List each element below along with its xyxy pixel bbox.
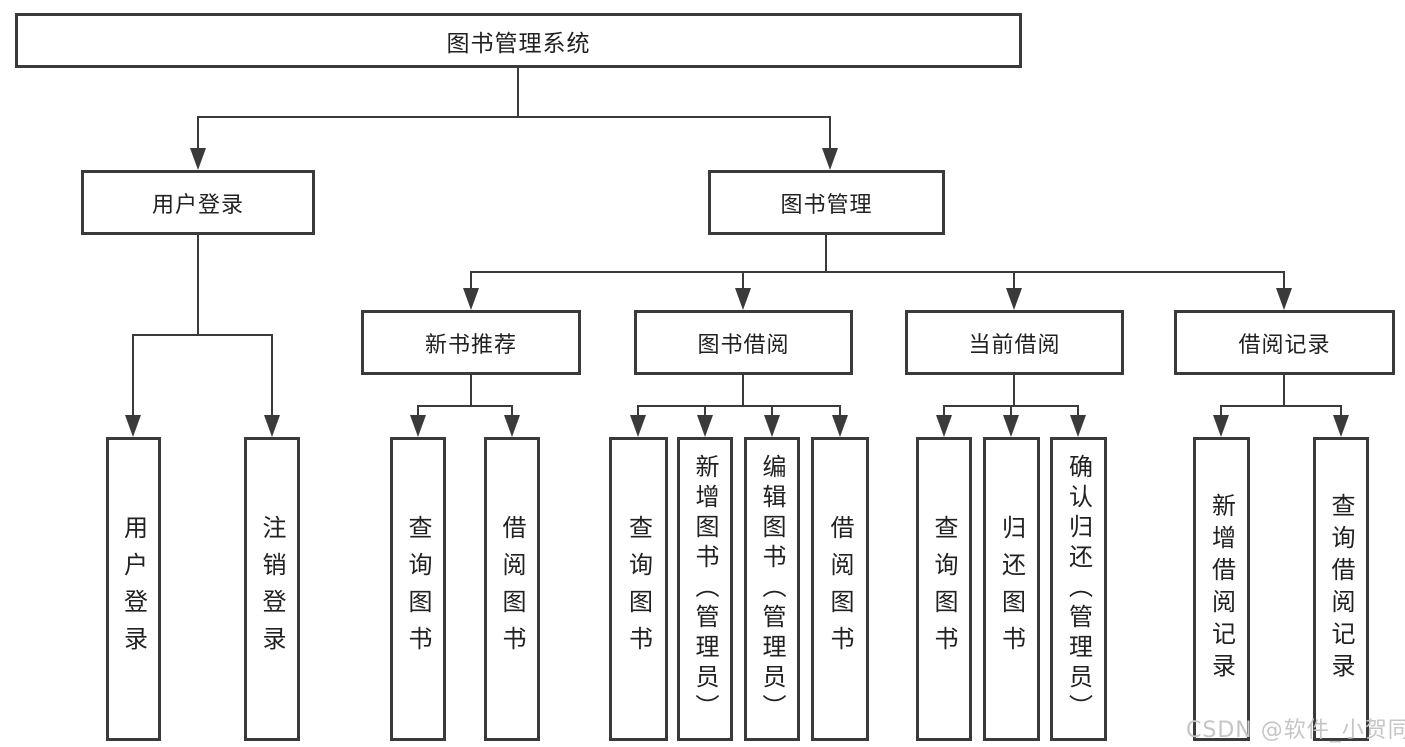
node-label: 当前借阅 — [968, 332, 1061, 358]
connector-line — [1283, 272, 1285, 290]
leaf-label: 用户登录 — [119, 515, 148, 663]
leaf-label: 查询图书 — [404, 515, 432, 663]
leaf-user-login: 用户登录 — [106, 437, 161, 741]
node-library-management-system: 图书管理系统 — [15, 13, 1022, 68]
arrow-down-icon — [504, 415, 520, 437]
arrow-down-icon — [822, 148, 838, 170]
leaf-label: 查询图书 — [930, 515, 958, 663]
node-label: 图书借阅 — [697, 332, 790, 358]
connector-line — [1220, 405, 1342, 407]
leaf-confirm-return-admin: 确认归还（管理员） — [1050, 437, 1107, 741]
connector-line — [517, 68, 519, 117]
leaf-return-books: 归还图书 — [983, 437, 1040, 741]
leaf-edit-books-admin: 编辑图书（管理员） — [744, 437, 800, 741]
arrow-down-icon — [1276, 288, 1292, 310]
connector-line — [839, 406, 841, 418]
leaf-label: 借阅图书 — [498, 515, 526, 663]
connector-line — [637, 405, 841, 407]
node-label: 新书推荐 — [424, 332, 517, 358]
connector-line — [1013, 272, 1015, 290]
leaf-label: 查询借阅记录 — [1327, 493, 1355, 685]
node-book-management: 图书管理 — [708, 170, 945, 235]
connector-line — [943, 406, 945, 418]
node-new-book-recommend: 新书推荐 — [361, 310, 581, 375]
connector-line — [1077, 406, 1079, 418]
csdn-watermark: CSDN @软件_小贺同学 — [1186, 718, 1405, 743]
node-label: 借阅记录 — [1238, 332, 1331, 358]
connector-line — [417, 405, 513, 407]
connector-line — [825, 235, 827, 272]
connector-line — [271, 335, 273, 417]
connector-line — [132, 334, 273, 336]
arrow-down-icon — [764, 415, 780, 437]
arrow-down-icon — [697, 415, 713, 437]
connector-line — [132, 335, 134, 417]
leaf-query-books-3: 查询图书 — [916, 437, 972, 741]
arrow-down-icon — [936, 415, 952, 437]
connector-line — [742, 272, 744, 290]
leaf-query-books-1: 查询图书 — [390, 437, 446, 741]
connector-line — [417, 406, 419, 418]
connector-line — [197, 116, 831, 118]
connector-line — [771, 406, 773, 418]
node-user-login: 用户登录 — [81, 170, 315, 235]
node-current-borrow: 当前借阅 — [905, 310, 1124, 375]
leaf-query-books-2: 查询图书 — [609, 437, 668, 741]
arrow-down-icon — [832, 415, 848, 437]
node-label: 图书管理系统 — [446, 30, 591, 57]
arrow-down-icon — [1333, 415, 1349, 437]
node-label: 用户登录 — [151, 192, 244, 218]
connector-line — [511, 406, 513, 418]
connector-line — [1013, 375, 1015, 407]
connector-line — [1220, 406, 1222, 418]
leaf-label: 新增图书（管理员） — [691, 454, 719, 724]
arrow-down-icon — [630, 415, 646, 437]
connector-line — [829, 117, 831, 150]
connector-line — [1340, 406, 1342, 418]
arrow-down-icon — [410, 415, 426, 437]
arrow-down-icon — [463, 288, 479, 310]
arrow-down-icon — [1003, 415, 1019, 437]
arrow-down-icon — [735, 288, 751, 310]
leaf-logout: 注销登录 — [244, 437, 300, 741]
connector-line — [197, 117, 199, 150]
leaf-label: 确认归还（管理员） — [1064, 454, 1093, 724]
leaf-label: 借阅图书 — [826, 515, 854, 663]
leaf-label: 编辑图书（管理员） — [758, 454, 786, 724]
arrow-down-icon — [125, 415, 141, 437]
arrow-down-icon — [1213, 415, 1229, 437]
node-book-borrow: 图书借阅 — [634, 310, 853, 375]
connector-line — [637, 406, 639, 418]
arrow-down-icon — [264, 415, 280, 437]
connector-line — [704, 406, 706, 418]
arrow-down-icon — [190, 148, 206, 170]
node-borrow-records: 借阅记录 — [1174, 310, 1395, 375]
connector-line — [470, 272, 472, 290]
connector-line — [1010, 406, 1012, 418]
leaf-add-books-admin: 新增图书（管理员） — [677, 437, 733, 741]
leaf-label: 查询图书 — [624, 515, 653, 663]
connector-line — [1283, 375, 1285, 407]
node-label: 图书管理 — [780, 192, 873, 218]
leaf-borrow-books-2: 借阅图书 — [811, 437, 869, 741]
leaf-label: 新增借阅记录 — [1207, 493, 1236, 685]
arrow-down-icon — [1006, 288, 1022, 310]
leaf-label: 注销登录 — [258, 515, 286, 663]
connector-line — [470, 271, 1285, 273]
connector-line — [742, 375, 744, 407]
leaf-label: 归还图书 — [997, 515, 1026, 663]
connector-line — [197, 235, 199, 335]
leaf-borrow-books-1: 借阅图书 — [484, 437, 540, 741]
leaf-query-borrow-record: 查询借阅记录 — [1313, 437, 1369, 741]
arrow-down-icon — [1070, 415, 1086, 437]
leaf-add-borrow-record: 新增借阅记录 — [1193, 437, 1250, 741]
connector-line — [470, 375, 472, 407]
